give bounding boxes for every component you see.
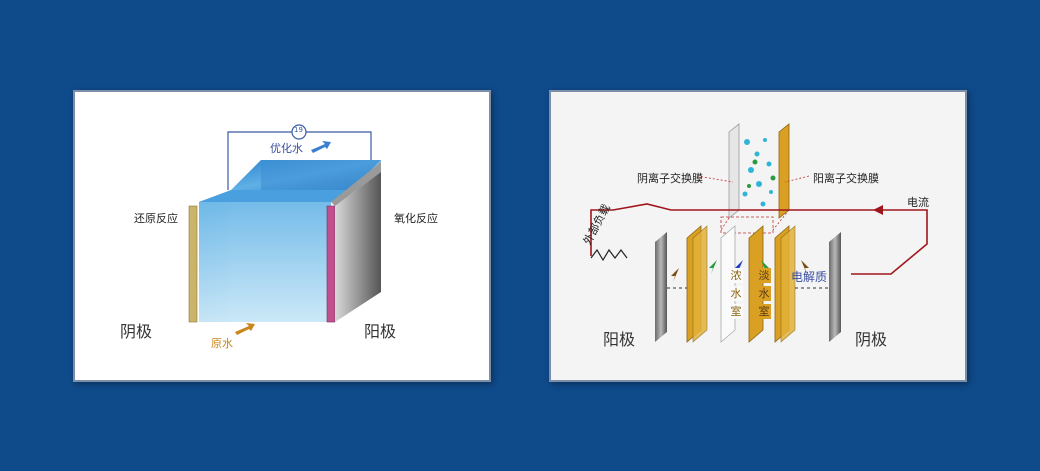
electrolysis-cell-illustration: [188, 124, 381, 335]
blue-ion-arrow-icon: [735, 260, 743, 274]
current-arrow-icon: [873, 205, 883, 215]
anion-membrane-label: 阴离子交换膜: [637, 172, 703, 185]
anion-membrane-inset: [728, 123, 740, 219]
ion-particles: [742, 138, 773, 207]
magnified-region-box: [720, 216, 774, 234]
cation-membrane-inset: [778, 123, 790, 219]
meter-icon: [291, 124, 307, 140]
brown-ion-arrow-right-icon: [801, 260, 809, 274]
dilute-char-2: 水: [757, 286, 771, 301]
anode-label: 阳极: [364, 322, 397, 341]
concentrate-char-2: 水: [729, 286, 743, 301]
raw-water-label: 原水: [211, 337, 233, 350]
external-circuit: [590, 203, 881, 256]
cation-membrane-label: 阳离子交换膜: [813, 172, 879, 185]
optimized-water-arrow-icon: [311, 141, 331, 153]
cathode-plate: [188, 205, 198, 323]
current-label: 电流: [907, 196, 929, 209]
oxidation-reaction-label: 氧化反应: [394, 212, 438, 225]
dilute-chamber-membrane: [748, 225, 764, 343]
dilute-char-1: 淡: [757, 268, 771, 283]
left-electrode: [655, 232, 667, 342]
left-electrode-label: 阳极: [603, 330, 636, 349]
external-load-resistor: [590, 248, 628, 262]
cathode-label: 阴极: [120, 322, 153, 341]
brown-ion-arrow-icon: [671, 268, 679, 282]
electrodialysis-panel: 阴离子交换膜 阳离子交换膜 电流 外部负载 电解质 浓 水 室 淡 水 室 阳极…: [549, 90, 967, 382]
anode-plate: [326, 205, 336, 323]
electrolyte-label: 电解质: [791, 270, 828, 284]
right-electrode-label: 阴极: [855, 330, 888, 349]
concentrate-char-3: 室: [729, 304, 743, 319]
reduction-reaction-label: 还原反应: [134, 212, 178, 225]
raw-water-arrow-icon: [235, 323, 255, 335]
meter-label: 19: [294, 126, 303, 134]
electrolysis-cell-panel: 19 优化水 原水 还原反应 氧化反应 阴极 阳极: [73, 90, 491, 382]
anode-side-wall: [335, 172, 381, 322]
concentrate-char-1: 浓: [729, 268, 743, 283]
water-body: [199, 202, 331, 322]
dilute-char-3: 室: [757, 304, 771, 319]
green-ion-arrow-right-icon: [761, 260, 769, 274]
right-electrode: [829, 232, 841, 342]
green-ion-arrow-icon: [709, 260, 717, 274]
concentrate-chamber-membrane: [720, 225, 736, 343]
optimized-water-label: 优化水: [270, 142, 303, 155]
